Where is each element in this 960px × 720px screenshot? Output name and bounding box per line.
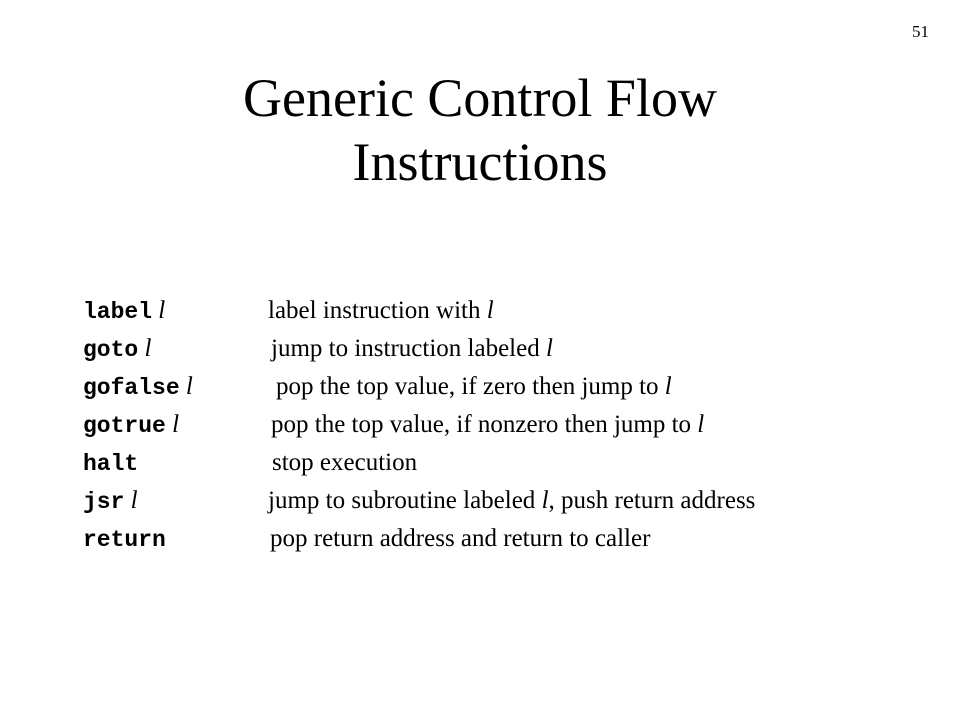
instruction-keyword: gofalse — [83, 375, 180, 401]
instruction-opcode: gotrue l — [83, 406, 179, 445]
title-line-1: Generic Control Flow — [243, 68, 717, 128]
instruction-keyword: halt — [83, 451, 139, 477]
title-line-2: Instructions — [352, 132, 608, 192]
instruction-row-goto: goto l jump to instruction labeled l — [0, 330, 960, 368]
instruction-row-gofalse: gofalse l pop the top value, if zero the… — [0, 368, 960, 406]
slide-title: Generic Control Flow Instructions — [0, 66, 960, 194]
instruction-row-gotrue: gotrue l pop the top value, if nonzero t… — [0, 406, 960, 444]
instruction-keyword: gotrue — [83, 413, 166, 439]
instruction-opcode: goto l — [83, 330, 151, 369]
instruction-list: label l label instruction with l goto l … — [0, 292, 960, 592]
instruction-row-return: return pop return address and return to … — [0, 520, 960, 558]
instruction-argument: l — [130, 487, 138, 514]
instruction-opcode: gofalse l — [83, 368, 193, 407]
instruction-keyword: label — [83, 299, 153, 325]
instruction-argument: l — [172, 411, 180, 438]
page-number: 51 — [912, 22, 929, 41]
instruction-opcode: halt — [83, 444, 138, 483]
instruction-argument: l — [158, 297, 166, 324]
instruction-description: stop execution — [272, 449, 418, 476]
instruction-description: jump to subroutine labeled l, push retur… — [268, 487, 756, 514]
instruction-row-jsr: jsr l jump to subroutine labeled l, push… — [0, 482, 960, 520]
instruction-keyword: goto — [83, 337, 139, 363]
instruction-argument: l — [144, 335, 152, 362]
instruction-row-halt: halt stop execution — [0, 444, 960, 482]
instruction-argument: l — [185, 373, 193, 400]
instruction-opcode: return — [83, 520, 166, 559]
instruction-description: jump to instruction labeled l — [271, 335, 553, 362]
instruction-description: pop the top value, if zero then jump to … — [276, 373, 672, 400]
instruction-description: pop return address and return to caller — [270, 525, 651, 552]
instruction-opcode: jsr l — [83, 482, 138, 521]
instruction-row-label: label l label instruction with l — [0, 292, 960, 330]
instruction-keyword: jsr — [83, 489, 125, 515]
instruction-description: pop the top value, if nonzero then jump … — [271, 411, 705, 438]
instruction-description: label instruction with l — [268, 297, 494, 324]
instruction-keyword: return — [83, 527, 166, 553]
instruction-opcode: label l — [83, 292, 165, 331]
